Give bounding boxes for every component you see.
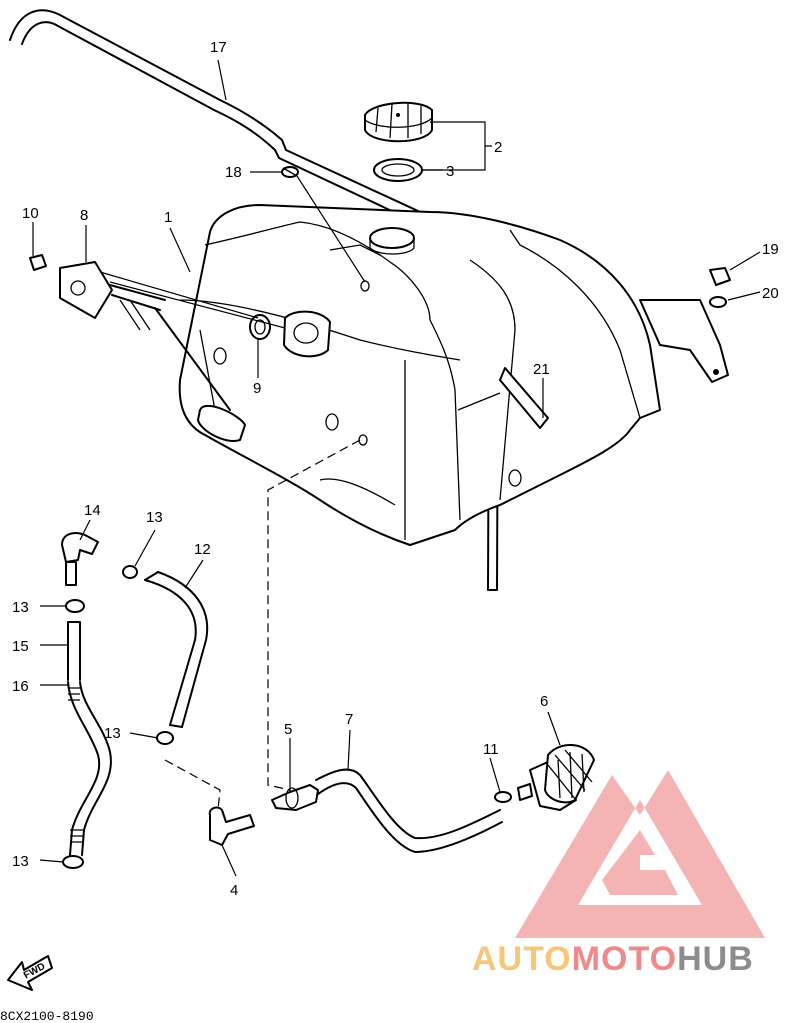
callout-17: 17 [210, 39, 227, 56]
callout-13-mid: 13 [104, 725, 121, 742]
cap-gasket-3 [373, 158, 423, 182]
clamp-13-c [156, 731, 174, 745]
callout-21: 21 [533, 361, 550, 378]
watermark-inner-mark [602, 830, 678, 895]
routing-line-hose-to-joint [164, 759, 221, 811]
clip-18 [281, 166, 299, 178]
bolt-10 [29, 254, 47, 271]
clip-11 [494, 791, 512, 803]
callout-10: 10 [22, 205, 39, 222]
watermark-triangle [515, 770, 765, 938]
fuel-cap-2 [364, 101, 433, 143]
fuel-pipe-15 [67, 621, 81, 681]
elbow-fitting-14 [61, 532, 99, 586]
callout-9: 9 [253, 380, 261, 397]
leader-lines [32, 59, 761, 877]
clamp-13-d [62, 855, 84, 869]
fuel-sender-8 [59, 261, 246, 442]
fuel-hose-12 [144, 571, 209, 728]
watermark-text-moto: MOTO [572, 940, 677, 978]
nut-19 [709, 267, 731, 286]
watermark-text-auto: AUTO [472, 940, 572, 978]
callout-12: 12 [194, 541, 211, 558]
callout-15: 15 [12, 638, 29, 655]
callout-13-top: 13 [146, 509, 163, 526]
o-ring-9 [249, 314, 271, 340]
callout-20: 20 [762, 285, 779, 302]
hose-16 [67, 681, 112, 856]
fuel-cock-5 [271, 784, 319, 811]
callout-2: 2 [494, 139, 502, 156]
fuel-hose-7 [315, 768, 503, 853]
callout-18: 18 [225, 164, 242, 181]
callout-14: 14 [84, 502, 101, 519]
callout-13-left-upper: 13 [12, 599, 29, 616]
callout-16: 16 [12, 678, 29, 695]
fuel-filter-6 [517, 743, 595, 811]
callout-4: 4 [230, 882, 238, 899]
callout-19: 19 [762, 241, 779, 258]
callout-5: 5 [284, 721, 292, 738]
callout-1: 1 [164, 209, 172, 226]
fwd-arrow-icon: FWD [7, 955, 53, 991]
routing-line-tank-to-cock [267, 439, 361, 791]
callout-11: 11 [483, 741, 499, 758]
joint-4 [208, 806, 255, 846]
clamp-13-a [122, 565, 138, 579]
watermark-text: AUTOMOTOHUB [472, 940, 754, 978]
callout-3: 3 [446, 163, 454, 180]
drawing-code: 8CX2100-8190 [0, 1009, 94, 1023]
callout-numbers: 17 2 3 18 10 8 1 19 20 9 21 14 13 12 13 … [12, 39, 779, 899]
watermark-logo [515, 770, 765, 938]
washer-20 [709, 296, 727, 308]
fuel-tank-1 [178, 204, 729, 546]
watermark-text-hub: HUB [677, 940, 754, 978]
callout-8: 8 [80, 207, 88, 224]
callout-13-left-lower: 13 [12, 853, 29, 870]
callout-7: 7 [345, 711, 353, 728]
clamp-13-b [65, 599, 85, 613]
callout-6: 6 [540, 693, 548, 710]
